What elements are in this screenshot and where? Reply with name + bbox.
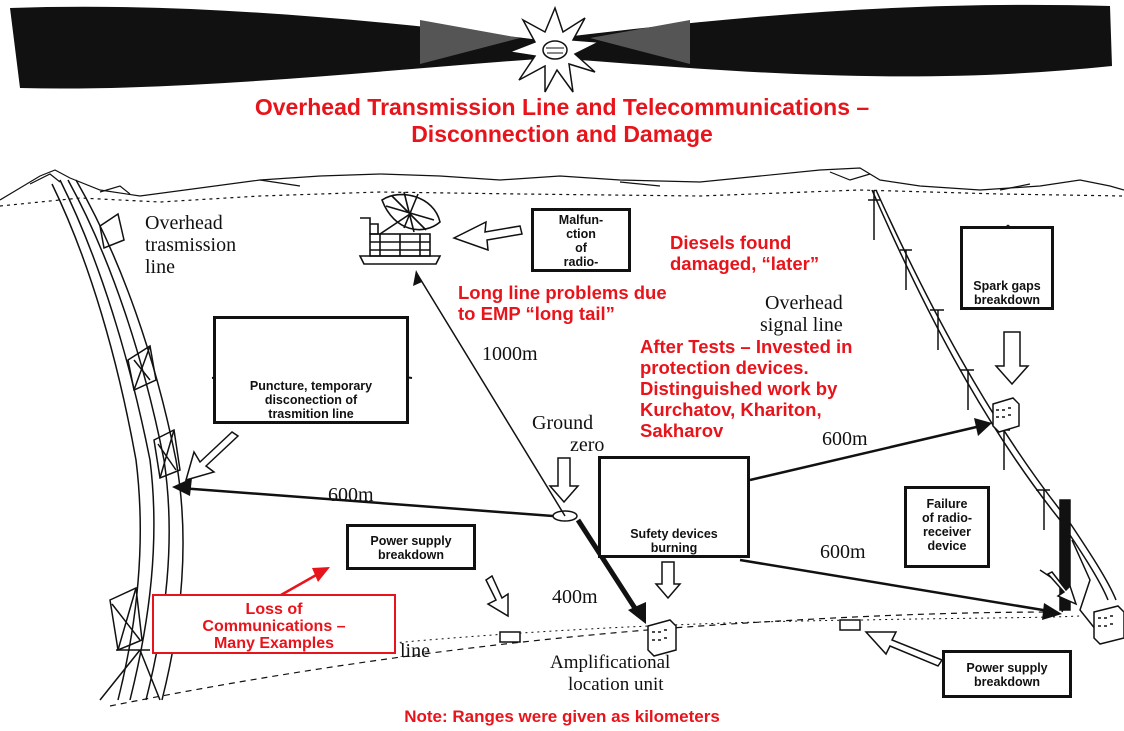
radiolocation-box: Malfun- ction of radio-	[531, 208, 631, 272]
overhead-signal-line-label: Overhead signal line	[760, 292, 843, 336]
long-line-annotation: Long line problems due to EMP “long tail…	[458, 282, 667, 324]
overhead-transmission-line-label: Overhead trasmission line	[145, 212, 237, 278]
puncture-label: Puncture, temporary disconection of tras…	[249, 379, 373, 421]
distance-arrow-receiver	[739, 558, 1056, 614]
distance-label-amplifier: 400m	[552, 586, 598, 608]
distance-arrow-right-building	[749, 423, 986, 482]
power-supply-right-box: Power supply breakdown	[942, 650, 1072, 698]
signal-line-poles	[868, 189, 1117, 631]
distance-line-radar	[415, 271, 566, 517]
explosion-burst-icon	[506, 5, 602, 93]
radar-dish-icon	[358, 191, 442, 265]
spark-gaps-label: Spark gaps breakdown	[973, 279, 1041, 307]
radio-receiver-box: Failure of radio- receiver device	[904, 486, 990, 568]
safety-devices-label: Sufety devices burning	[630, 527, 718, 555]
distance-arrow-tower	[179, 486, 554, 518]
hollow-arrows	[184, 220, 1078, 667]
line-label: line	[400, 640, 430, 662]
amplificational-unit-label: Amplificational location unit	[550, 652, 671, 695]
after-tests-annotation: After Tests – Invested in protection dev…	[640, 336, 853, 441]
mountain-ridge	[0, 167, 1124, 207]
signal-cable-line	[339, 615, 1081, 649]
safety-devices-box: Sufety devices burning	[598, 456, 750, 558]
distance-label-tower: 600m	[328, 484, 374, 506]
building-icon	[499, 397, 1124, 657]
distance-arrow-amplifier	[575, 518, 643, 618]
loss-of-communications-box: Loss of Communications – Many Examples	[152, 594, 396, 654]
ground-zero-label: Ground zero	[532, 412, 605, 456]
diesels-annotation: Diesels found damaged, “later”	[670, 232, 820, 274]
diagram-title-line1: Overhead Transmission Line and Telecommu…	[254, 94, 870, 120]
puncture-box: Puncture, temporary disconection of tras…	[213, 316, 409, 424]
distance-label-radar: 1000m	[482, 343, 538, 365]
ranges-note: Note: Ranges were given as kilometers	[404, 707, 720, 726]
power-supply-left-box: Power supply breakdown	[346, 524, 476, 570]
distance-label-right-building: 600m	[822, 428, 868, 450]
spark-gaps-box: Spark gaps breakdown	[960, 226, 1054, 310]
diagram-title-line2: Disconnection and Damage	[411, 121, 713, 147]
distance-label-receiver: 600m	[820, 541, 866, 563]
